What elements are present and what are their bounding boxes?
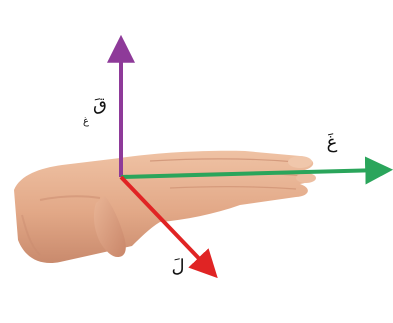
hand-illustration (14, 151, 316, 263)
length-vector-label: لَ (171, 256, 184, 277)
force-vector-label: قَ غ (83, 94, 107, 127)
hand-palm (14, 151, 313, 263)
force-vector-subscript: غ (83, 116, 89, 127)
fingertip-2 (296, 173, 316, 183)
force-vector-symbol: قَ (93, 94, 107, 115)
field-vector-label: غَ (327, 132, 338, 153)
fingertip-1 (288, 156, 312, 168)
